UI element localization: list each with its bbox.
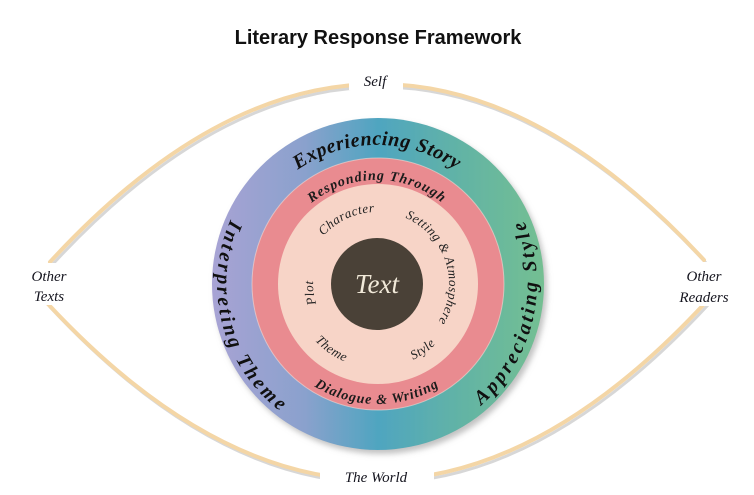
center-circle <box>331 238 423 330</box>
label-other-readers-line1: Other <box>687 269 722 285</box>
label-plot: Plot <box>301 280 319 308</box>
label-other-texts: Other Texts <box>32 269 67 305</box>
label-other-texts-line1: Other <box>32 269 67 285</box>
other-texts-halo <box>12 263 86 305</box>
label-the-world: The World <box>345 470 408 486</box>
label-other-readers-line2: Readers <box>678 290 728 306</box>
self-label-halo <box>349 64 403 90</box>
label-text-center: Text <box>355 269 401 299</box>
world-label-halo <box>320 462 434 490</box>
label-self: Self <box>364 74 388 90</box>
label-other-texts-line2: Texts <box>34 289 64 305</box>
other-readers-halo <box>664 262 748 306</box>
label-halos <box>12 64 748 490</box>
page-title: Literary Response Framework <box>235 27 523 49</box>
label-other-readers: Other Readers <box>678 269 728 306</box>
